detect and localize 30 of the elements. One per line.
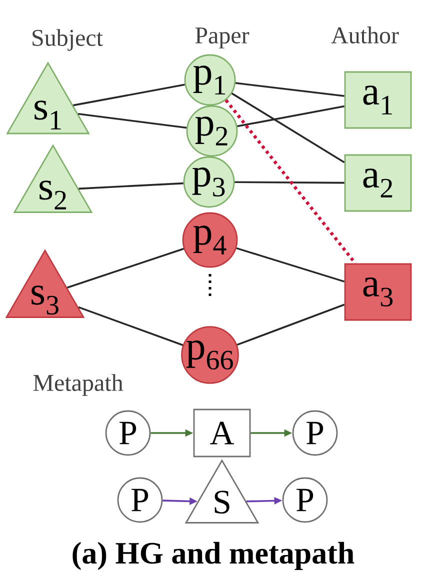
column-heading: Paper [195,28,250,48]
circle-node: P [105,410,151,456]
connector-line [78,306,184,346]
connector-line [73,84,185,106]
circle-node: P [117,477,163,523]
circle-node: p$_{3}$ [183,156,235,208]
circle-node: P [292,410,338,456]
connector-line [237,105,344,128]
column-heading: Subject [32,29,103,51]
circle-node: p$_{4}$ [182,212,238,268]
connector-line [236,247,345,282]
connector-line [224,99,357,264]
connector-line [234,181,344,184]
connector-line [78,112,187,129]
column-heading: Author [331,26,399,44]
caption: (a) HG and metapath [72,542,354,570]
connector-line [235,82,344,97]
square-node: a$_{1}$ [344,71,412,129]
connector-line [231,92,345,164]
circle-node: p$_{66}$ [181,326,239,384]
circle-node: p$_{1}$ [184,54,236,106]
circle-node: P [282,477,328,523]
connector-line [66,248,184,288]
connector-line [78,182,184,190]
square-node: A [193,408,251,458]
square-node: a$_{2}$ [344,154,412,212]
square-node: a$_{3}$ [344,263,412,321]
section-label: Metapath [33,374,124,396]
circle-node: p$_{2}$ [186,105,238,157]
connector-line [236,304,345,346]
